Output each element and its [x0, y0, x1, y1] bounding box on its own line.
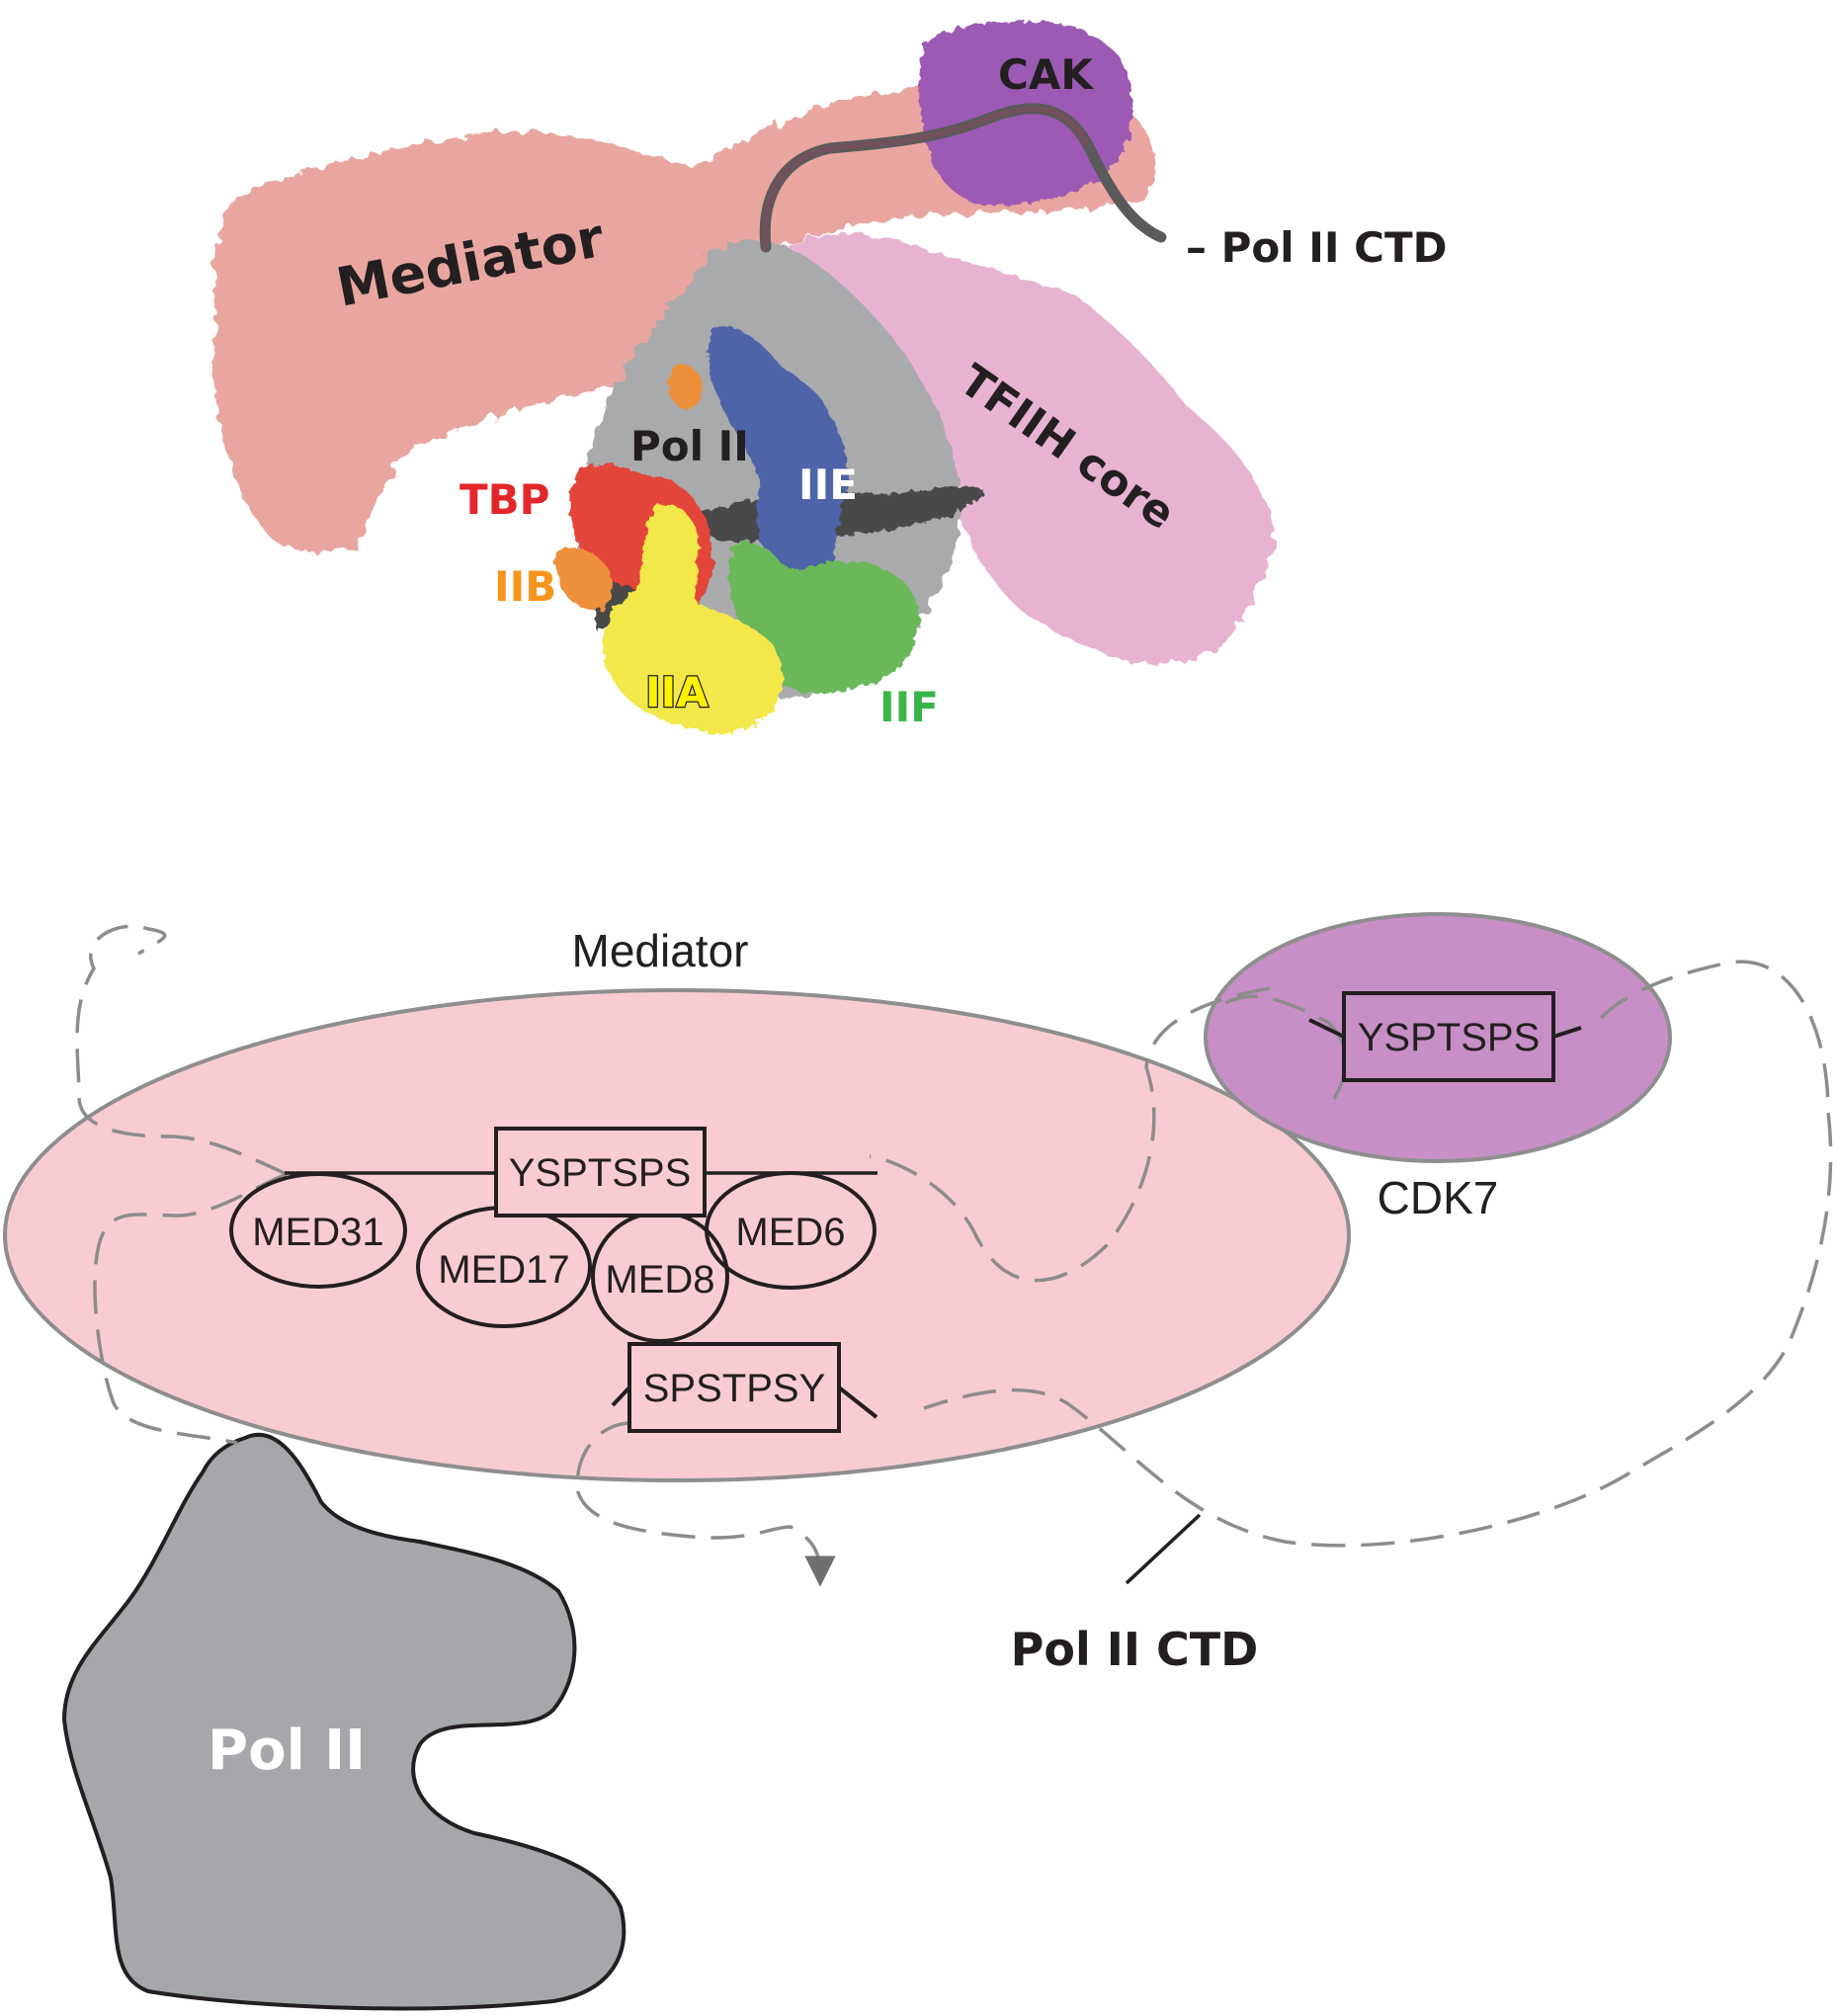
label-iia: IIA [645, 668, 709, 716]
label-motif-cdk7: YSPTSPS [1358, 1016, 1541, 1059]
label-cak: CAK [998, 50, 1094, 99]
label-pol-ii-ctd-schematic: Pol II CTD [1011, 1623, 1259, 1676]
ctd-leader-line [1125, 1513, 1202, 1585]
structure-panel: CAK Mediator – Pol II CTD TFIIH core Pol… [212, 21, 1448, 734]
label-med8: MED8 [605, 1258, 714, 1302]
label-pol-ii-ctd-structure: – Pol II CTD [1186, 223, 1448, 272]
label-med31: MED31 [252, 1211, 383, 1254]
motif-box-cdk7 [1342, 991, 1555, 1082]
label-pol-ii-schematic: Pol II [208, 1719, 366, 1783]
med31-ellipse [229, 1172, 407, 1289]
ctd-dashed-path [75, 924, 1833, 1571]
motif-bottom-left-tick [611, 1386, 631, 1407]
label-iie: IIE [798, 461, 858, 509]
label-motif-bottom: SPSTPSY [643, 1367, 826, 1410]
label-iib: IIB [494, 562, 556, 611]
iib-surface [556, 364, 704, 610]
label-pol-ii-structure: Pol II [630, 422, 749, 470]
motif-box-top [494, 1127, 707, 1218]
tfiih-core-surface [785, 233, 1275, 664]
motif-cdk7-left-tick [1308, 1018, 1345, 1039]
motif-cdk7-right-tick [1552, 1026, 1582, 1039]
pol-ii-blob [61, 1432, 627, 2011]
label-iif: IIF [879, 683, 939, 731]
med6-ellipse [705, 1171, 877, 1290]
label-med17: MED17 [438, 1248, 569, 1292]
iie-surface [708, 325, 849, 629]
motif-bottom-right-tick [837, 1386, 878, 1419]
label-motif-top: YSPTSPS [509, 1151, 692, 1195]
label-cdk7: CDK7 [1378, 1172, 1499, 1223]
mediator-ellipse [3, 988, 1351, 1482]
schematic-panel: Pol II Mediator CDK7 MED31 MED17 MED8 ME… [3, 912, 1833, 2011]
ctd-tail-overlay [762, 105, 1090, 250]
label-tbp: TBP [460, 475, 549, 524]
iia-surface [602, 503, 783, 734]
label-med6: MED6 [735, 1211, 845, 1254]
label-mediator-schematic: Mediator [572, 925, 749, 976]
